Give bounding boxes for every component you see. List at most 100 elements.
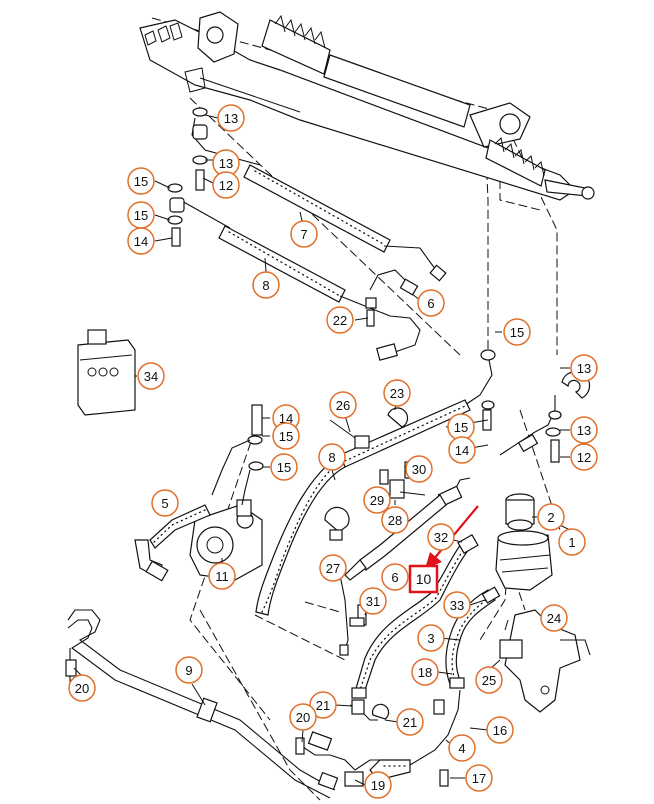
callout-circle [318, 443, 346, 471]
callout-c29[interactable]: 29 [363, 486, 391, 514]
callout-c24[interactable]: 24 [540, 604, 568, 632]
callout-c20a[interactable]: 20 [68, 674, 96, 702]
callout-circle [448, 734, 476, 762]
highlight-label[interactable]: 10 [408, 564, 439, 594]
callout-c34[interactable]: 34 [137, 362, 165, 390]
callout-circle [448, 436, 476, 464]
callout-c13c[interactable]: 13 [570, 354, 598, 382]
callout-c15a[interactable]: 15 [127, 167, 155, 195]
callout-circle [570, 416, 598, 444]
callout-label: 8 [328, 450, 335, 465]
steering-rack [139, 11, 595, 201]
callout-c12b[interactable]: 12 [570, 443, 598, 471]
callout-c25[interactable]: 25 [475, 666, 503, 694]
callout-label: 9 [185, 663, 192, 678]
callout-label: 15 [134, 208, 148, 223]
callout-c9[interactable]: 9 [175, 656, 203, 684]
callout-c6a[interactable]: 6 [417, 289, 445, 317]
callout-c15f[interactable]: 15 [447, 413, 475, 441]
callout-circle [127, 167, 155, 195]
callout-circle [359, 587, 387, 615]
callout-label: 7 [300, 227, 307, 242]
callout-c21a[interactable]: 21 [309, 691, 337, 719]
callout-c30[interactable]: 30 [405, 455, 433, 483]
callout-c26[interactable]: 26 [329, 391, 357, 419]
callout-c12a[interactable]: 12 [212, 171, 240, 199]
callout-label: 26 [336, 398, 350, 413]
callout-label: 2 [547, 510, 554, 525]
callout-label: 3 [427, 631, 434, 646]
callout-c1[interactable]: 1 [558, 528, 586, 556]
callout-label: 8 [262, 278, 269, 293]
callout-label: 21 [316, 698, 330, 713]
callout-label: 1 [568, 535, 575, 550]
hose-10 [351, 533, 479, 699]
callout-circle [309, 691, 337, 719]
callout-c23[interactable]: 23 [383, 379, 411, 407]
callout-c8b[interactable]: 8 [318, 443, 346, 471]
upper-pipes [179, 117, 447, 361]
callout-c5[interactable]: 5 [151, 489, 179, 517]
callout-label: 21 [403, 715, 417, 730]
callout-c13d[interactable]: 13 [570, 416, 598, 444]
callout-c3[interactable]: 3 [417, 624, 445, 652]
callout-circle [151, 489, 179, 517]
callout-circle [558, 528, 586, 556]
callout-label: 29 [370, 493, 384, 508]
callout-c28[interactable]: 28 [381, 506, 409, 534]
callout-c13b[interactable]: 13 [212, 149, 240, 177]
callout-c31[interactable]: 31 [359, 587, 387, 615]
callout-circle [208, 562, 236, 590]
callout-label: 28 [388, 513, 402, 528]
callout-circle [381, 506, 409, 534]
callout-label: 6 [391, 570, 398, 585]
callout-circle [319, 554, 347, 582]
callout-circle [252, 271, 280, 299]
callout-c33[interactable]: 33 [443, 591, 471, 619]
callout-label: 34 [144, 369, 158, 384]
reservoir-bracket [499, 609, 591, 713]
callout-circle [405, 455, 433, 483]
callout-circle [217, 104, 245, 132]
callout-circle [290, 220, 318, 248]
callout-c4[interactable]: 4 [448, 734, 476, 762]
callout-label: 12 [219, 178, 233, 193]
callout-label: 13 [577, 361, 591, 376]
callout-label: 13 [219, 156, 233, 171]
callout-label: 14 [279, 411, 293, 426]
callout-c27[interactable]: 27 [319, 554, 347, 582]
callout-label: 32 [434, 530, 448, 545]
callout-c15b[interactable]: 15 [127, 201, 155, 229]
callout-c17[interactable]: 17 [465, 764, 493, 792]
callout-circle [381, 563, 409, 591]
callout-c21b[interactable]: 21 [396, 708, 424, 736]
callout-c19[interactable]: 19 [364, 771, 392, 799]
callout-label: 30 [412, 462, 426, 477]
callout-c15d[interactable]: 15 [272, 422, 300, 450]
callout-c16[interactable]: 16 [486, 716, 514, 744]
fluid-reservoir [495, 493, 553, 591]
callout-label: 15 [279, 429, 293, 444]
highlight-label-text: 10 [416, 571, 432, 587]
callout-c14c[interactable]: 14 [448, 436, 476, 464]
callout-c15c[interactable]: 15 [503, 318, 531, 346]
callout-c8a[interactable]: 8 [252, 271, 280, 299]
callout-c18[interactable]: 18 [411, 658, 439, 686]
callout-c6b[interactable]: 6 [381, 563, 409, 591]
callout-c2[interactable]: 2 [537, 503, 565, 531]
callout-circle [329, 391, 357, 419]
callout-c14a[interactable]: 14 [127, 227, 155, 255]
callout-c32[interactable]: 32 [427, 523, 455, 551]
callout-circle [289, 703, 317, 731]
callout-c22[interactable]: 22 [326, 306, 354, 334]
callout-circle [364, 771, 392, 799]
callout-c11[interactable]: 11 [208, 562, 236, 590]
bottom-pipes [65, 609, 390, 799]
callout-c20b[interactable]: 20 [289, 703, 317, 731]
callout-c7[interactable]: 7 [290, 220, 318, 248]
callout-label: 16 [493, 723, 507, 738]
callout-c13a[interactable]: 13 [217, 104, 245, 132]
callout-c15e[interactable]: 15 [270, 453, 298, 481]
